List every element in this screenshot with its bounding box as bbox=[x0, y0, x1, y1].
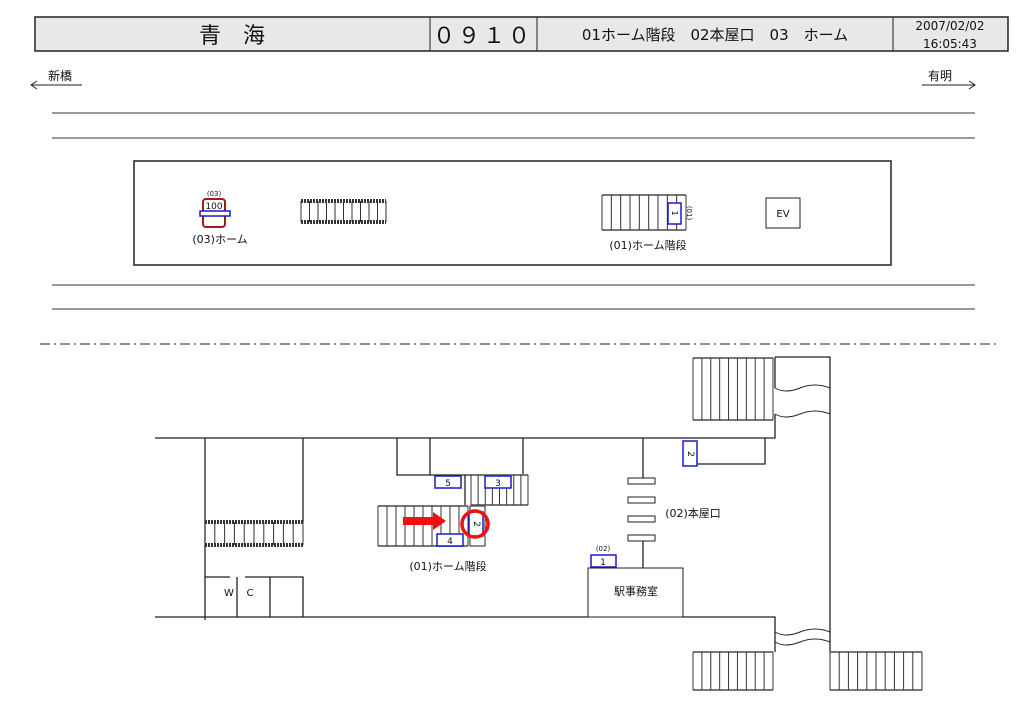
marker-1[interactable] bbox=[590, 554, 617, 568]
turnstiles bbox=[627, 477, 656, 542]
marker-2-exit[interactable] bbox=[682, 440, 698, 467]
platform bbox=[133, 160, 892, 266]
elevator[interactable]: EV bbox=[765, 197, 801, 229]
time-text: 16:05:43 bbox=[923, 37, 977, 51]
escalator-marker bbox=[199, 210, 231, 217]
escalator-03[interactable]: (03) 100 (03)ホーム bbox=[192, 190, 247, 246]
stairs-dotted-upper bbox=[300, 199, 387, 224]
direction-right: 有明 bbox=[922, 69, 976, 90]
wc-c-label: C bbox=[247, 588, 254, 599]
station-code: ０９１０ bbox=[433, 24, 533, 49]
stairs-dotted-lower bbox=[204, 520, 304, 547]
highlight-arrow-icon bbox=[403, 512, 446, 530]
marker-5[interactable] bbox=[434, 475, 462, 489]
station-name: 青 海 bbox=[199, 24, 265, 49]
stairs-right-bottom-right[interactable] bbox=[829, 651, 923, 691]
escalator-tag: (03) bbox=[207, 190, 222, 198]
wc-w-label: W bbox=[224, 588, 234, 599]
tracks bbox=[52, 112, 975, 310]
header-bar: 青 海 ０９１０ 01ホーム階段 02本屋口 03 ホーム 2007/02/02… bbox=[34, 16, 1009, 52]
stairs-tag: (01) bbox=[685, 206, 693, 221]
direction-left: 新橋 bbox=[30, 68, 82, 90]
escalator-label: (03)ホーム bbox=[192, 233, 247, 246]
stairs-label: (01)ホーム階段 bbox=[609, 238, 686, 252]
markers bbox=[434, 440, 698, 568]
exit-label: (02)本屋口 bbox=[665, 506, 721, 520]
station-office: 駅事務室 bbox=[587, 567, 684, 618]
office-label: 駅事務室 bbox=[614, 584, 658, 598]
highlight-circle bbox=[460, 509, 490, 539]
marker-4-label: 4 bbox=[447, 537, 453, 547]
marker-4[interactable] bbox=[436, 533, 464, 547]
arrow-right-icon bbox=[922, 80, 976, 90]
lower-stairs-label: (01)ホーム階段 bbox=[409, 559, 486, 573]
marker-5-label: 5 bbox=[445, 479, 451, 489]
stairs-01-upper[interactable]: 1 (01) (01)ホーム階段 bbox=[601, 194, 693, 252]
marker-1-label: 1 bbox=[600, 558, 606, 568]
direction-right-label: 有明 bbox=[928, 69, 952, 83]
marker-1-tag: (02) bbox=[596, 545, 611, 553]
stairs-marker: 1 bbox=[670, 210, 679, 215]
marker-2-exit-label: 2 bbox=[685, 451, 695, 457]
stairs-right-bottom-left[interactable] bbox=[692, 651, 774, 691]
location-list: 01ホーム階段 02本屋口 03 ホーム bbox=[582, 26, 848, 44]
date-text: 2007/02/02 bbox=[915, 19, 984, 33]
escalator-number: 100 bbox=[205, 202, 222, 212]
stairs-right-top[interactable] bbox=[692, 357, 774, 421]
arrow-left-icon bbox=[30, 80, 82, 90]
marker-3[interactable] bbox=[484, 475, 512, 489]
marker-2-selected-label: 2 bbox=[471, 521, 481, 527]
marker-3-label: 3 bbox=[495, 479, 501, 489]
direction-left-label: 新橋 bbox=[48, 68, 72, 83]
elevator-label: EV bbox=[776, 209, 789, 220]
